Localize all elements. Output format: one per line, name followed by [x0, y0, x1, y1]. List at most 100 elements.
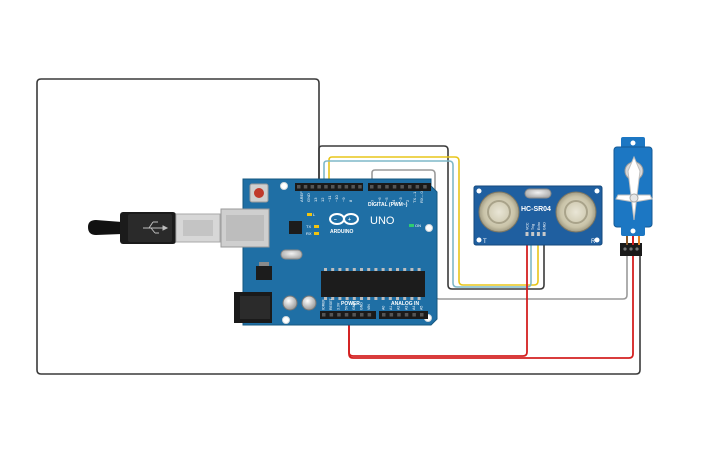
- chip-leg: [403, 297, 407, 300]
- digital-header-low-group: [368, 183, 431, 191]
- pin-label-13: 13: [313, 197, 318, 202]
- trig-wire[interactable]: [328, 156, 539, 286]
- power-pin-hole[interactable]: [329, 313, 334, 317]
- gnd-loop-wire[interactable]: [36, 78, 641, 375]
- analog-pin-hole[interactable]: [420, 313, 424, 317]
- digital-pin-hole[interactable]: [344, 185, 349, 189]
- power-pin-hole[interactable]: [352, 313, 356, 317]
- digital-pin-hole[interactable]: [400, 185, 404, 189]
- analog-header: [379, 311, 428, 319]
- chip-leg: [403, 268, 407, 271]
- servo-horn[interactable]: [615, 155, 653, 221]
- digital-pin-hole[interactable]: [377, 185, 382, 189]
- analog-pin-hole[interactable]: [412, 313, 416, 317]
- chip-leg: [360, 297, 363, 300]
- chip-leg: [396, 297, 399, 300]
- analog-pin-hole[interactable]: [382, 313, 386, 317]
- pin-label-tx1: TX→1: [412, 191, 417, 203]
- pin-label-11: ~11: [327, 195, 332, 202]
- digital-header-title: DIGITAL (PWM~): [368, 202, 408, 208]
- digital-pin-hole[interactable]: [297, 185, 301, 189]
- sensor-pin-label: VCC: [526, 222, 530, 230]
- echo-wire[interactable]: [323, 160, 532, 288]
- power-pin-label: VIN: [367, 304, 371, 310]
- usb-icon: [143, 221, 169, 234]
- pin-label-4: 4: [391, 199, 396, 202]
- chip-leg: [338, 268, 342, 271]
- sensor-hole: [476, 237, 482, 243]
- digital-pin-hole[interactable]: [358, 185, 362, 189]
- sensor-pin[interactable]: [536, 232, 540, 236]
- sensor-pin[interactable]: [531, 232, 535, 236]
- digital-pin-hole[interactable]: [370, 185, 374, 189]
- digital-pin-hole[interactable]: [351, 185, 355, 189]
- power-pin-hole[interactable]: [360, 313, 364, 317]
- power-pin-label: IOREF: [322, 299, 326, 310]
- model-label: UNO: [370, 215, 395, 227]
- chip-leg: [345, 297, 349, 300]
- l-led: [307, 213, 312, 216]
- sensor-hole: [476, 188, 482, 194]
- digital-pin-hole[interactable]: [303, 185, 308, 189]
- brand-label: ARDUINO: [330, 229, 353, 235]
- sensor-r-mark: R: [591, 239, 596, 245]
- capacitor: [282, 295, 298, 311]
- sensor-pins[interactable]: [525, 232, 546, 236]
- digital-pin-hole[interactable]: [337, 185, 342, 189]
- arduino-infinity-logo: [329, 213, 359, 225]
- chip-leg: [396, 268, 399, 271]
- sensor-gnd-wire[interactable]: [318, 145, 545, 290]
- digital-pin-hole[interactable]: [317, 185, 321, 189]
- analog-pin-hole[interactable]: [389, 313, 394, 317]
- sensor-pin[interactable]: [525, 232, 529, 236]
- digital-pin-hole[interactable]: [331, 185, 335, 189]
- sensor-t-mark: T: [483, 239, 487, 245]
- bottom-header-pins[interactable]: [322, 313, 424, 317]
- pin-label-9: ~9: [341, 197, 346, 202]
- chip-leg: [367, 297, 371, 300]
- digital-pin-hole[interactable]: [324, 185, 328, 189]
- pin-label-3: ~3: [398, 197, 403, 202]
- chip-leg: [345, 268, 349, 271]
- power-pin-hole[interactable]: [367, 313, 372, 317]
- power-pin-hole[interactable]: [344, 313, 349, 317]
- analog-pin-label: A4: [412, 306, 416, 310]
- pin-label-5: ~5: [384, 197, 389, 202]
- sensor-model-label: HC-SR04: [521, 206, 551, 213]
- digital-pin-hole[interactable]: [310, 185, 315, 189]
- sensor-pin[interactable]: [542, 232, 546, 236]
- power-pin-hole[interactable]: [322, 313, 326, 317]
- analog-pin-hole[interactable]: [404, 313, 409, 317]
- transmitter-transducer: [478, 191, 520, 233]
- chip-leg: [417, 268, 421, 271]
- chip-leg: [367, 268, 371, 271]
- digital-pin-hole[interactable]: [392, 185, 397, 189]
- pin-label-10: ~10: [334, 194, 339, 202]
- sensor-hole: [594, 188, 600, 194]
- digital-pin-hole[interactable]: [423, 185, 427, 189]
- chip-leg: [324, 268, 327, 271]
- analog-pin-hole[interactable]: [397, 313, 401, 317]
- atmega-chip: [321, 271, 425, 297]
- digital-pin-hole[interactable]: [385, 185, 389, 189]
- digital-pin-hole[interactable]: [408, 185, 412, 189]
- digital-pin-hole[interactable]: [415, 185, 420, 189]
- mounting-hole: [282, 316, 290, 324]
- on-led: [409, 224, 414, 227]
- power-pin-label: GND: [352, 302, 356, 310]
- usb-cable[interactable]: [88, 212, 221, 244]
- capacitor: [301, 295, 317, 311]
- arduino-uno-board[interactable]: AREF GND 13 12 ~11 ~10 ~9 8 7 ~6 ~5 4 ~3…: [220, 178, 438, 326]
- svg-text:ON: ON: [415, 223, 421, 228]
- mounting-hole: [280, 182, 288, 190]
- servo-vcc-wire[interactable]: [348, 256, 634, 359]
- micro-servo[interactable]: [613, 137, 653, 256]
- power-pin-hole[interactable]: [337, 313, 341, 317]
- digital-header-pins[interactable]: [297, 185, 427, 189]
- sensor-pin-label: Trig: [531, 224, 535, 230]
- chip-leg: [324, 297, 327, 300]
